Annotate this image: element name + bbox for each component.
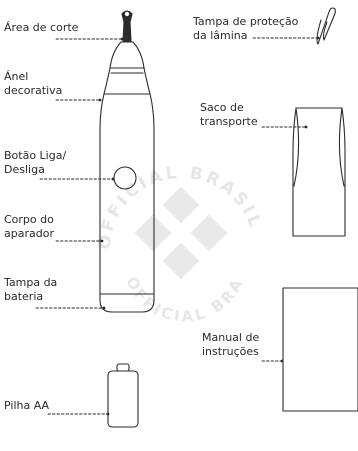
trimmer-neck [109, 41, 145, 69]
label-saco-line2: transporte [200, 115, 258, 128]
battery-illustration [107, 363, 139, 428]
trimmer-body [99, 93, 155, 313]
trimmer-illustration [99, 10, 155, 313]
label-corpo-line2: aparador [4, 227, 54, 240]
label-tampa-protecao-line1: Tampa de proteção [193, 15, 299, 28]
label-corpo-do-aparador: Corpo do aparador [4, 213, 54, 241]
manual-illustration [282, 287, 358, 412]
power-button [113, 166, 137, 190]
label-saco-line1: Saco de [200, 101, 244, 114]
trimmer-cutting-head [121, 10, 133, 43]
label-corpo-line1: Corpo do [4, 213, 54, 226]
label-tampa-da-bateria: Tampa da bateria [4, 276, 57, 304]
carry-bag-illustration [292, 107, 346, 237]
label-area-de-corte: Área de corte [4, 21, 79, 34]
label-saco-de-transporte: Saco de transporte [200, 101, 258, 129]
label-anel-decorativa-line2: decorativa [4, 84, 63, 97]
leader-dots [98, 36, 320, 416]
blade-cover-illustration [316, 7, 336, 45]
label-manual-line1: Manual de [202, 331, 260, 344]
label-tampa-bateria-line2: bateria [4, 290, 44, 303]
watermark-logo [134, 186, 228, 280]
label-anel-decorativa-line1: Ánel [4, 70, 29, 83]
trimmer-decorative-ring [103, 67, 151, 95]
leader-lines [35, 37, 319, 415]
label-manual-line2: instruções [202, 345, 259, 358]
label-manual-de-instrucoes: Manual de instruções [202, 331, 259, 359]
label-anel-decorativa: Ánel decorativa [4, 70, 62, 98]
label-pilha-aa: Pilha AA [4, 399, 50, 412]
label-tampa-bateria-line1: Tampa da [4, 276, 58, 289]
label-tampa-protecao-line2: da lâmina [193, 29, 248, 42]
label-botao-line1: Botão Liga/ [4, 149, 67, 162]
label-botao-liga-desliga: Botão Liga/ Desliga [4, 149, 66, 177]
label-tampa-de-protecao: Tampa de proteção da lâmina [193, 15, 298, 43]
label-botao-line2: Desliga [4, 163, 45, 176]
